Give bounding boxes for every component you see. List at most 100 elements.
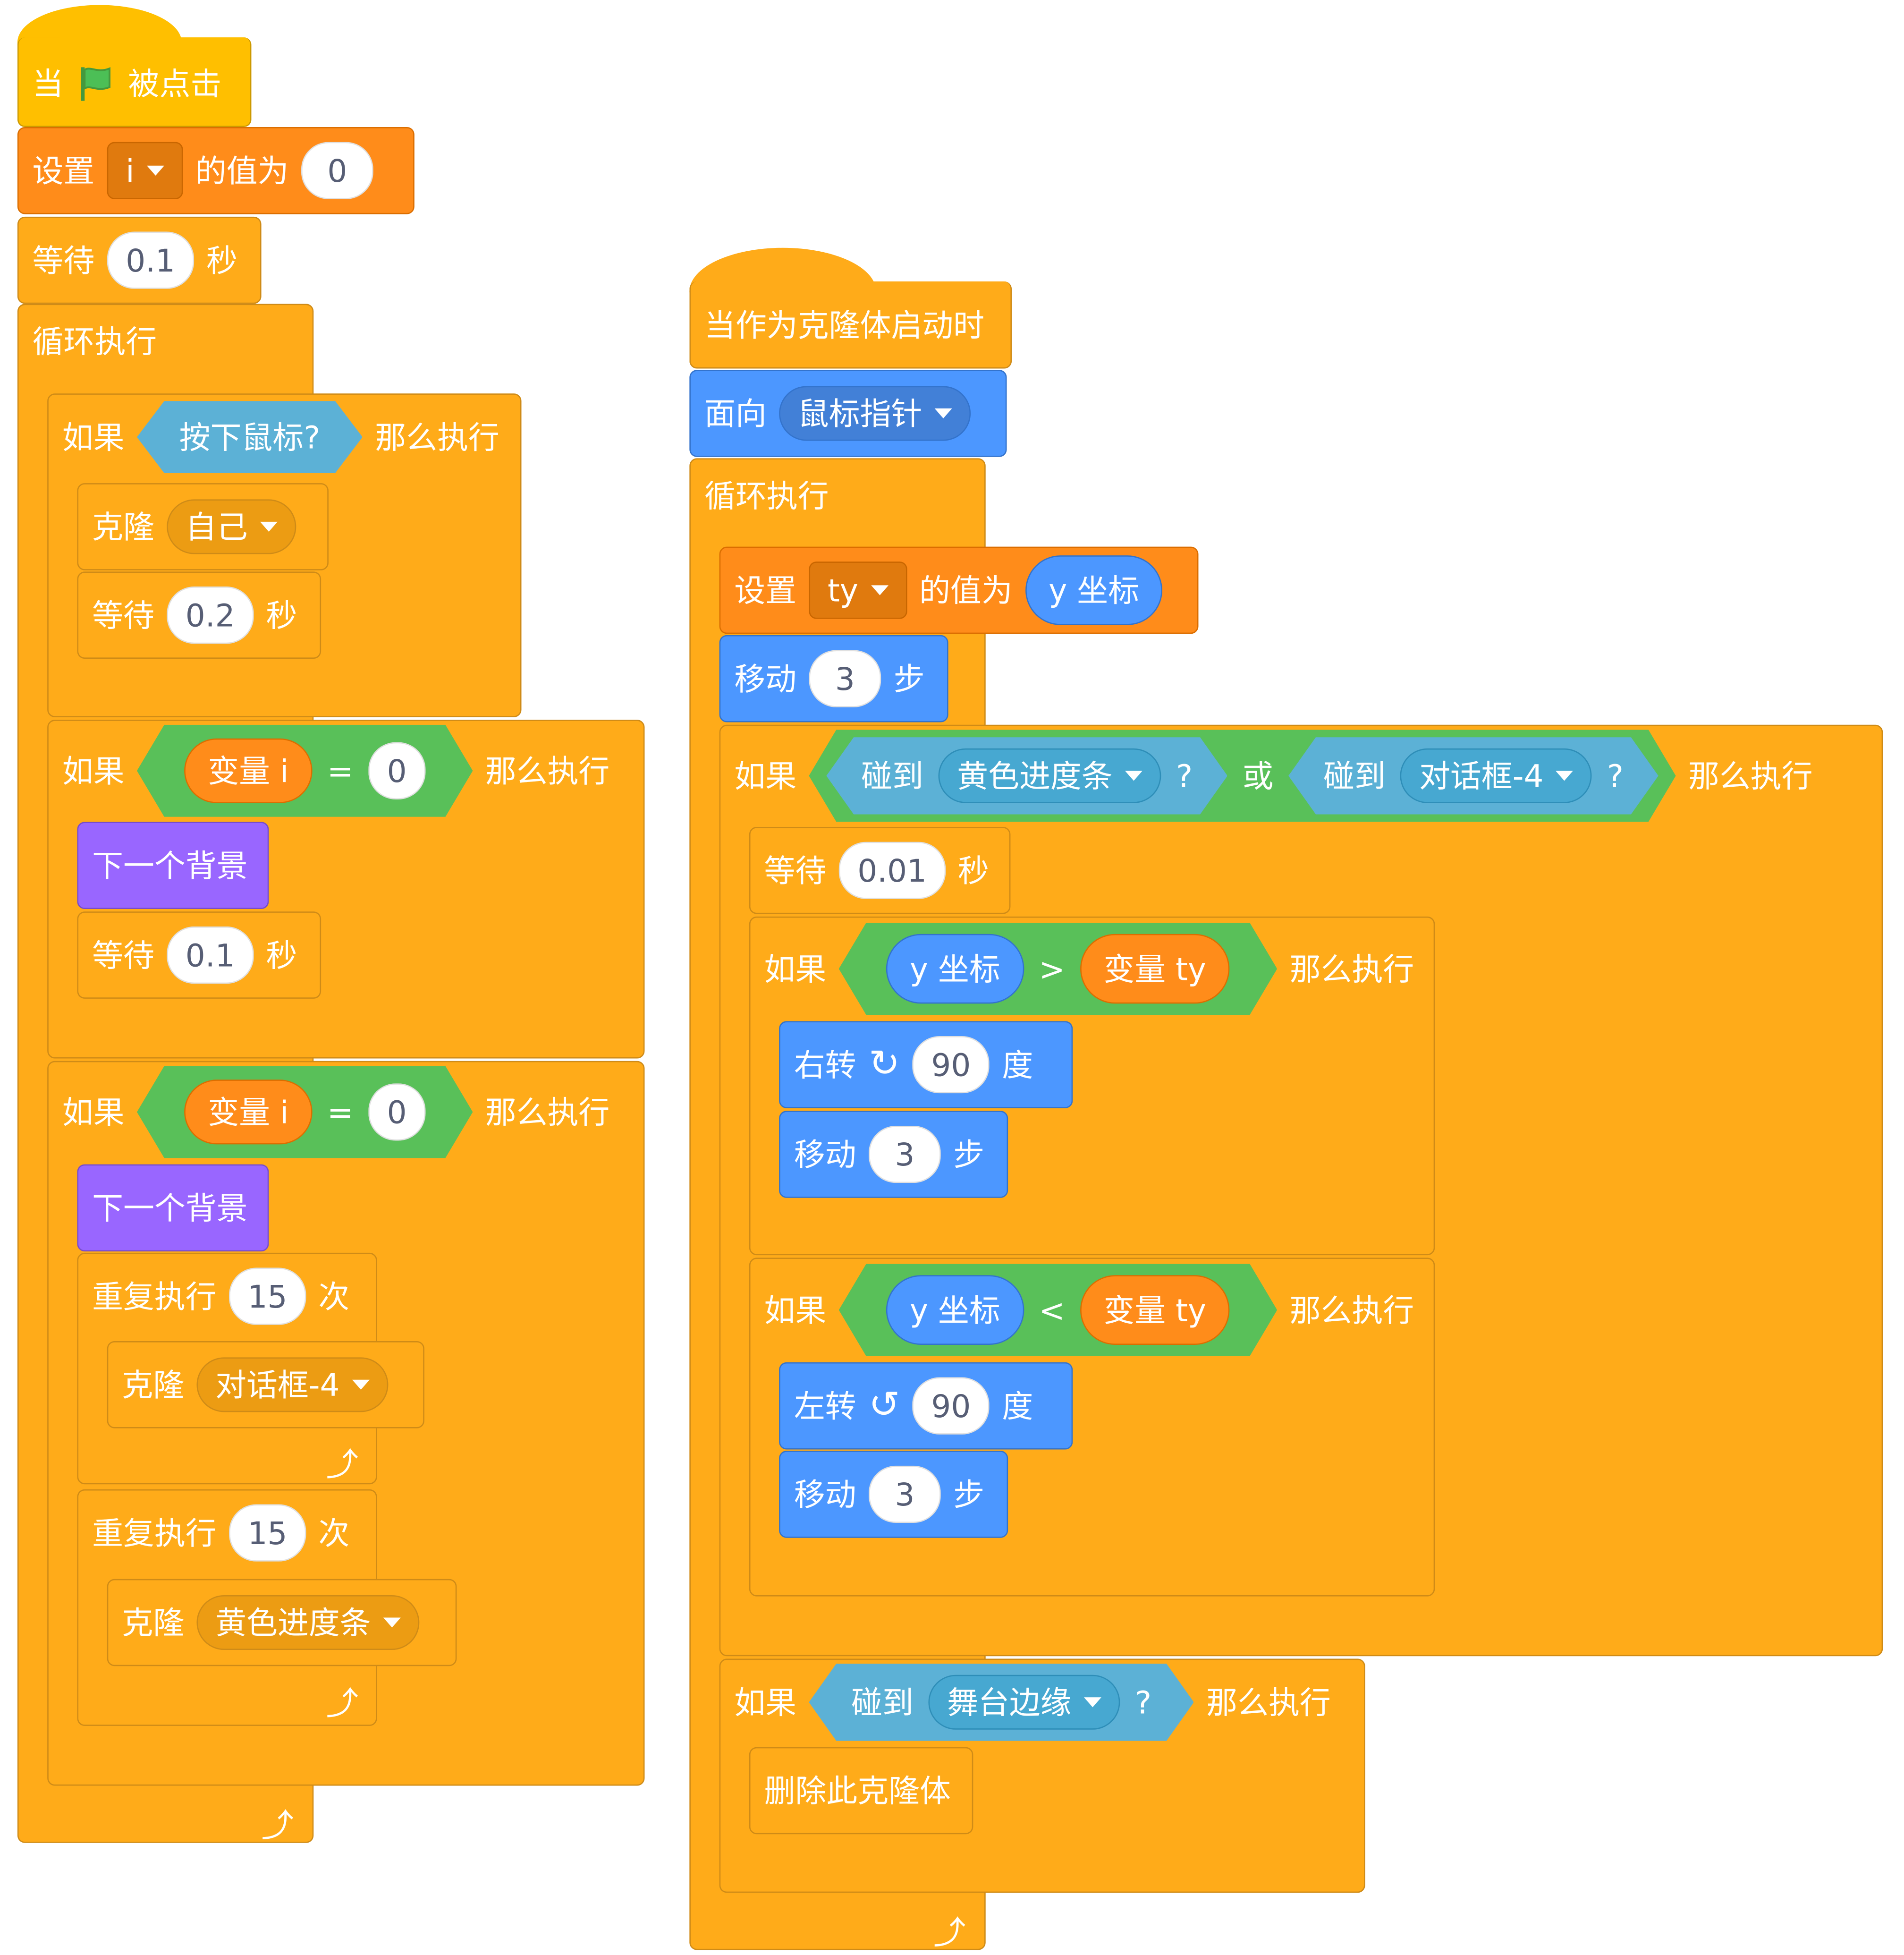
greater-than-operator[interactable]: y 坐标 > 变量 ty	[839, 923, 1278, 1015]
then-label: 那么执行	[485, 753, 610, 789]
degrees-input[interactable]: 90	[912, 1036, 990, 1094]
variable-dropdown[interactable]: i	[107, 142, 183, 199]
repeat-count-input[interactable]: 15	[229, 1504, 306, 1562]
seconds-unit: 秒	[266, 937, 297, 973]
clone-target-dropdown[interactable]: 黄色进度条	[196, 1595, 420, 1650]
when-start-as-clone-hat[interactable]	[689, 281, 1012, 369]
set-value-input[interactable]: 0	[301, 142, 373, 199]
question-mark: ?	[1135, 1684, 1152, 1721]
steps-input[interactable]: 3	[868, 1465, 941, 1523]
then-label: 那么执行	[375, 419, 499, 455]
touching-label: 碰到	[851, 1684, 914, 1721]
then-label: 那么执行	[1206, 1684, 1331, 1721]
loop-arrow-icon: ⤴	[261, 1808, 294, 1846]
wait-seconds-input[interactable]: 0.1	[107, 231, 194, 289]
touching-target-dropdown[interactable]: 舞台边缘	[929, 1675, 1120, 1730]
equals-operator[interactable]: 变量 i = 0	[137, 725, 473, 817]
variable-i-reporter[interactable]: 变量 i	[184, 1080, 312, 1144]
touching-condition[interactable]: 碰到 黄色进度条 ?	[826, 737, 1227, 814]
y-position-reporter[interactable]: y 坐标	[886, 1275, 1024, 1345]
chevron-down-icon	[934, 408, 952, 419]
touching-target-dropdown[interactable]: 黄色进度条	[939, 748, 1161, 803]
greater-than-symbol: >	[1039, 951, 1065, 987]
move-label: 移动	[734, 660, 797, 697]
dropdown-value: 黄色进度条	[957, 757, 1113, 794]
question-mark: ?	[1176, 757, 1193, 794]
turn-right-label: 右转	[794, 1046, 856, 1083]
equals-symbol: =	[327, 753, 354, 789]
or-operator[interactable]: 碰到 黄色进度条 ? 或 碰到 对话框-4 ?	[809, 730, 1676, 822]
steps-input[interactable]: 3	[868, 1125, 941, 1183]
less-than-operator[interactable]: y 坐标 < 变量 ty	[839, 1264, 1278, 1356]
if-label: 如果	[734, 757, 797, 794]
set-label: 设置	[734, 572, 797, 609]
variable-i-reporter[interactable]: 变量 i	[184, 739, 312, 803]
degrees-unit: 度	[1002, 1387, 1033, 1424]
delete-clone-label: 删除此克隆体	[764, 1772, 951, 1809]
wait-label: 等待	[92, 597, 154, 633]
then-label: 那么执行	[485, 1094, 610, 1130]
seconds-unit: 秒	[957, 852, 989, 889]
touching-condition[interactable]: 碰到 对话框-4 ?	[1288, 737, 1659, 814]
clone-target-dropdown[interactable]: 对话框-4	[196, 1357, 389, 1412]
question-mark: ?	[1607, 757, 1624, 794]
compare-value-input[interactable]: 0	[368, 742, 425, 799]
chevron-down-icon	[352, 1379, 370, 1390]
steps-unit: 步	[953, 1136, 985, 1173]
wait-seconds-input[interactable]: 0.2	[167, 586, 254, 644]
point-towards-label: 面向	[704, 395, 767, 432]
wait-seconds-input[interactable]: 0.1	[167, 926, 254, 984]
forever-label: 循环执行	[704, 478, 829, 515]
degrees-input[interactable]: 90	[912, 1377, 990, 1435]
delete-clone-block[interactable]	[749, 1747, 973, 1835]
compare-value-input[interactable]: 0	[368, 1083, 425, 1140]
repeat-count-input[interactable]: 15	[229, 1267, 306, 1325]
next-backdrop-block[interactable]	[77, 1164, 269, 1252]
less-than-symbol: <	[1039, 1292, 1065, 1328]
when-flag-clicked-hat[interactable]	[17, 37, 252, 127]
dropdown-value: i	[126, 153, 135, 189]
if-label: 如果	[764, 1292, 827, 1328]
then-label: 那么执行	[1289, 951, 1414, 987]
wait-label: 等待	[764, 852, 827, 889]
variable-ty-reporter[interactable]: 变量 ty	[1080, 934, 1230, 1004]
value-of-label: 的值为	[195, 153, 289, 189]
forever-label: 循环执行	[32, 323, 157, 360]
next-backdrop-block[interactable]	[77, 822, 269, 910]
move-label: 移动	[794, 1136, 856, 1173]
if-label: 如果	[734, 1684, 797, 1721]
clone-target-dropdown[interactable]: 自己	[167, 499, 296, 554]
value-of-label: 的值为	[919, 572, 1013, 609]
chevron-down-icon	[383, 1617, 401, 1628]
touching-target-dropdown[interactable]: 对话框-4	[1400, 748, 1592, 803]
turn-right-block[interactable]	[779, 1021, 1073, 1108]
equals-operator[interactable]: 变量 i = 0	[137, 1066, 473, 1158]
condition-text: 按下鼠标?	[179, 419, 321, 455]
mouse-down-condition[interactable]: 按下鼠标?	[137, 401, 363, 473]
dropdown-value: ty	[827, 572, 858, 609]
dropdown-value: 舞台边缘	[947, 1684, 1072, 1721]
seconds-unit: 秒	[266, 597, 297, 633]
variable-dropdown[interactable]: ty	[809, 561, 907, 619]
point-target-dropdown[interactable]: 鼠标指针	[779, 386, 971, 441]
touching-edge-condition[interactable]: 碰到 舞台边缘 ?	[809, 1664, 1193, 1741]
times-unit: 次	[318, 1278, 350, 1315]
chevron-down-icon	[260, 521, 278, 532]
chevron-down-icon	[1556, 771, 1574, 781]
steps-unit: 步	[893, 660, 925, 697]
if-label: 如果	[62, 419, 125, 455]
variable-ty-reporter[interactable]: 变量 ty	[1080, 1275, 1230, 1345]
chevron-down-icon	[1125, 771, 1142, 781]
rotate-right-icon: ↻	[868, 1042, 900, 1086]
seconds-unit: 秒	[206, 242, 237, 279]
steps-input[interactable]: 3	[809, 650, 881, 707]
wait-seconds-input[interactable]: 0.01	[838, 842, 946, 899]
dropdown-value: 对话框-4	[215, 1367, 340, 1403]
y-position-reporter[interactable]: y 坐标	[1025, 555, 1163, 625]
green-flag-icon	[76, 63, 116, 103]
y-position-reporter[interactable]: y 坐标	[886, 934, 1024, 1004]
loop-arrow-icon: ⤴	[326, 1686, 359, 1724]
dropdown-value: 对话框-4	[1419, 757, 1544, 794]
loop-arrow-icon: ⤴	[326, 1447, 359, 1485]
